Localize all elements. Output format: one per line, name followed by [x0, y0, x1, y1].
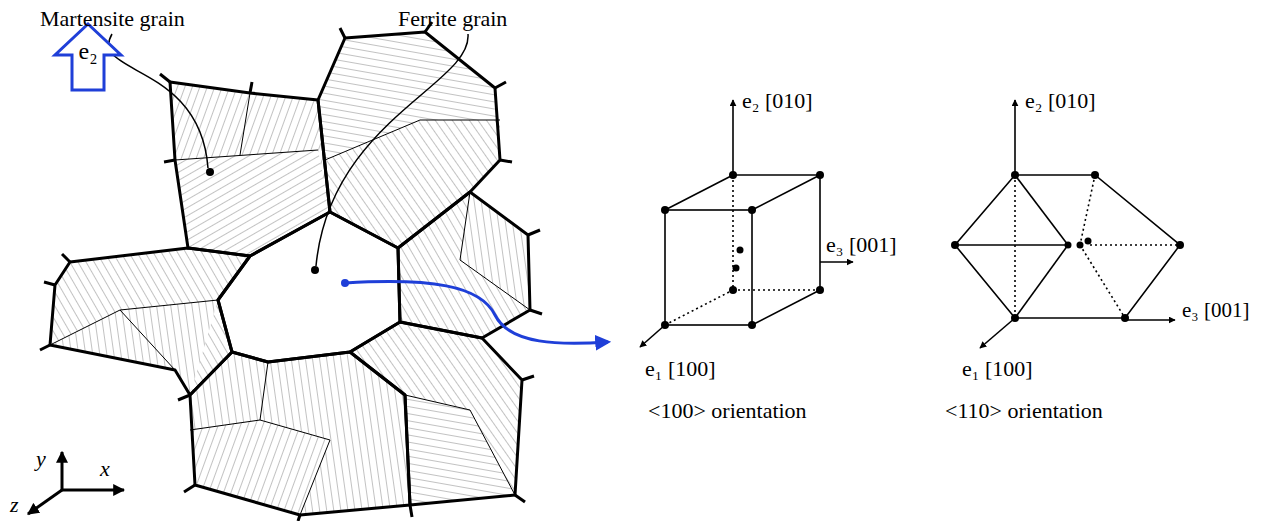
- axis-label: z: [10, 492, 19, 517]
- axis-label: e₃ [001]: [826, 232, 897, 257]
- orientation-arrow: [345, 282, 608, 344]
- leader-dot: [311, 266, 319, 274]
- orientation-caption: <110> orientation: [945, 398, 1103, 423]
- part-label: Ferrite grain: [398, 6, 507, 31]
- atom-dots: [951, 171, 1184, 322]
- axis-label: e₂ [010]: [742, 88, 813, 113]
- leader-lines: [109, 34, 468, 266]
- direction-arrow: [55, 24, 121, 90]
- axis-label: y: [36, 446, 46, 471]
- cube-100: [640, 100, 853, 347]
- orientation-caption: <100> orientation: [648, 398, 807, 423]
- axis-label: e₃ [001]: [1182, 298, 1249, 322]
- axis-label: e₂ [010]: [1025, 88, 1096, 113]
- direction-label: e₂: [78, 38, 97, 66]
- martensite-grains: [50, 32, 530, 515]
- leader-dot: [206, 168, 214, 176]
- cube-110: [955, 100, 1180, 348]
- axis-label: e₁ [100]: [645, 356, 716, 381]
- atom-dots: [661, 171, 824, 329]
- axis-label: x: [100, 456, 110, 481]
- grain-boundaries: [40, 22, 542, 521]
- axis-label: e₁ [100]: [962, 356, 1033, 381]
- part-label: Martensite grain: [40, 6, 185, 31]
